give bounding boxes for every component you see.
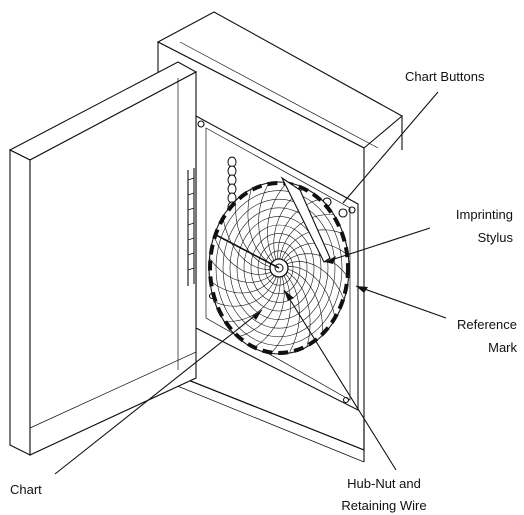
arrow-hub-nut	[284, 290, 294, 301]
leader-imprinting-stylus	[324, 227, 431, 263]
cabinet-bottom-edge	[157, 367, 365, 451]
cabinet-bottom-line	[174, 384, 365, 463]
chart-time-arc	[222, 216, 280, 270]
plate-inner	[205, 127, 351, 401]
chart-time-arc	[209, 267, 280, 294]
label-reference-mark-1: Reference	[457, 317, 517, 332]
plate-screw-1	[197, 120, 205, 128]
chart-ring	[222, 198, 336, 338]
plate-screw-4	[342, 396, 350, 404]
chart-rim	[208, 181, 350, 355]
chart-time-arc	[278, 267, 300, 354]
chart-time-arc	[270, 267, 291, 354]
label-imprinting-stylus-1: Imprinting	[456, 207, 513, 222]
chart-time-arc	[253, 267, 285, 349]
chart-time-arc	[278, 267, 311, 347]
chart-time-arc	[214, 267, 280, 307]
chart-time-arc	[235, 200, 280, 269]
label-reference-mark-2: Mark	[488, 340, 517, 355]
door-bottom-band	[29, 351, 197, 456]
labels: Chart Buttons Imprinting Stylus Referenc…	[10, 69, 517, 513]
chart-time-arc	[278, 266, 336, 320]
label-hub-nut-1: Hub-Nut and	[347, 476, 421, 491]
chart-button-4	[338, 208, 348, 218]
chart-time-arc	[278, 267, 323, 336]
chart-time-arc	[278, 242, 349, 269]
cabinet-top-edge	[179, 41, 379, 149]
chart-time-arc	[209, 258, 280, 283]
chart-time-arc	[224, 267, 280, 322]
chart-time-arc	[278, 261, 345, 300]
arrow-reference-mark	[356, 286, 368, 293]
door-left-face	[9, 149, 31, 456]
chart-time-arc	[213, 236, 280, 275]
chart-ring	[243, 224, 315, 312]
label-chart-buttons: Chart Buttons	[405, 69, 485, 84]
chart-ring	[257, 241, 301, 295]
leader-chart-buttons	[342, 91, 439, 204]
chart-time-arc	[237, 267, 281, 338]
chart-time-arc	[278, 229, 344, 269]
chart-ring	[229, 207, 329, 329]
chart-ring	[215, 190, 343, 346]
chart-time-arc	[267, 182, 288, 269]
chart-ring	[250, 233, 308, 303]
arrow-chart	[252, 310, 262, 320]
label-hub-nut-2: Retaining Wire	[341, 498, 426, 513]
plate-screw-2	[348, 206, 356, 214]
chart-ring	[236, 216, 322, 320]
leader-lines	[54, 91, 447, 475]
door-hinge	[187, 168, 195, 286]
chart-ring	[264, 250, 294, 286]
door	[8, 61, 198, 456]
chart-time-arc	[278, 253, 349, 278]
leader-reference-mark	[355, 285, 447, 319]
hub-nut-center	[274, 263, 284, 273]
leader-hub-nut	[283, 289, 397, 471]
label-chart: Chart	[10, 482, 42, 497]
chart-time-arc	[278, 214, 334, 269]
leader-chart	[54, 309, 263, 475]
circular-chart	[208, 176, 350, 355]
retaining-wire	[215, 234, 280, 269]
arrow-imprinting-stylus	[325, 256, 336, 264]
label-imprinting-stylus-2: Stylus	[478, 230, 514, 245]
imprinting-stylus-arm	[280, 176, 331, 263]
chart-time-arc	[258, 182, 280, 269]
